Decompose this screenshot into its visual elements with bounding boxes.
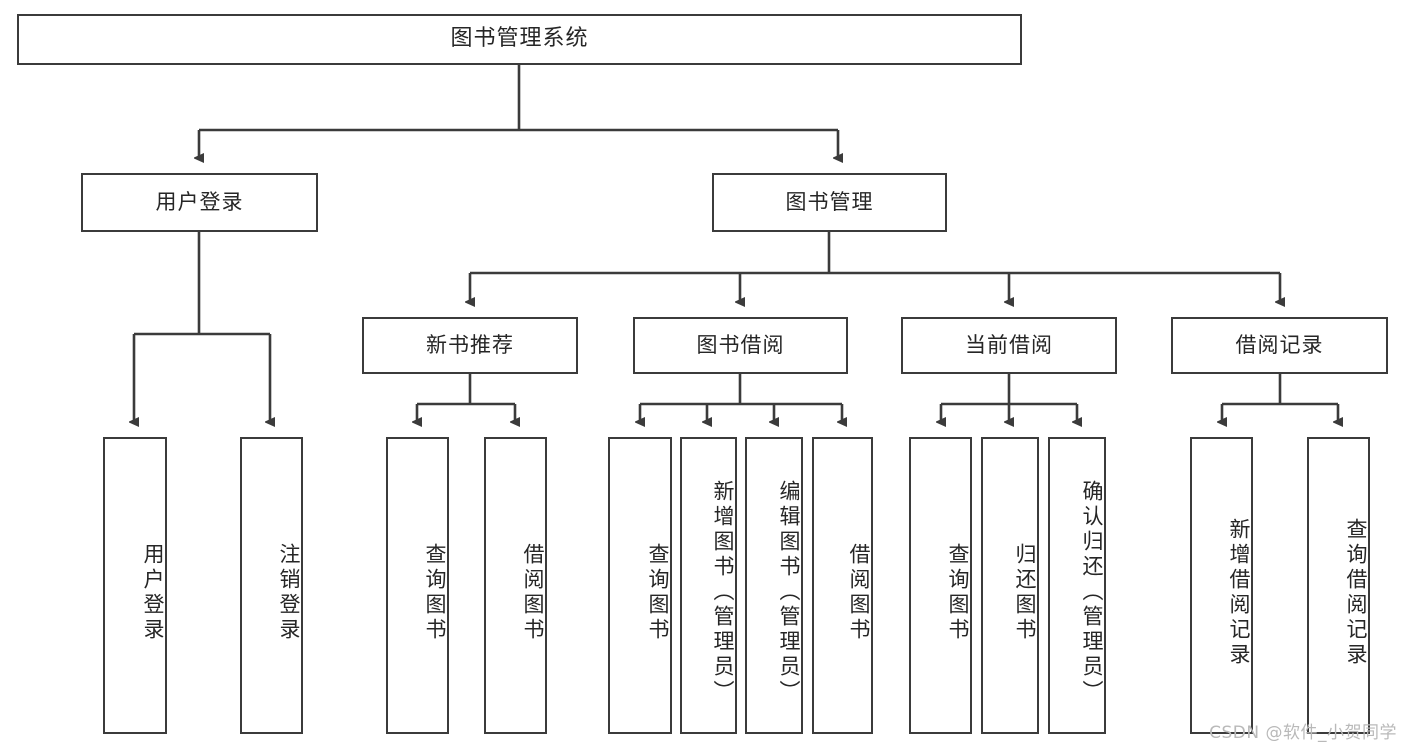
node-label: 查询图书 xyxy=(946,542,970,643)
node-leaf-user-login[interactable]: 用户登录 xyxy=(103,437,167,734)
node-leaf-query-record[interactable]: 查询借阅记录 xyxy=(1307,437,1370,734)
node-label: 图书借阅 xyxy=(696,332,785,357)
node-leaf-borrow-book-2[interactable]: 借阅图书 xyxy=(812,437,873,734)
node-leaf-query-book-2[interactable]: 查询图书 xyxy=(608,437,672,734)
node-label: 新书推荐 xyxy=(426,332,514,357)
node-user-login[interactable]: 用户登录 xyxy=(81,173,318,232)
node-label: 归还图书 xyxy=(1013,542,1037,643)
node-current-borrow[interactable]: 当前借阅 xyxy=(901,317,1117,374)
node-leaf-confirm-return[interactable]: 确认归还（管理员） xyxy=(1048,437,1106,734)
node-label: 图书管理系统 xyxy=(450,26,589,52)
node-label: 借阅记录 xyxy=(1235,332,1324,357)
node-label: 用户登录 xyxy=(155,189,244,214)
node-label: 查询图书 xyxy=(646,542,670,643)
node-leaf-borrow-book-1[interactable]: 借阅图书 xyxy=(484,437,547,734)
node-label: 用户登录 xyxy=(141,542,165,643)
node-leaf-query-book-3[interactable]: 查询图书 xyxy=(909,437,972,734)
node-leaf-return-book[interactable]: 归还图书 xyxy=(981,437,1039,734)
node-label: 新增借阅记录 xyxy=(1227,517,1251,668)
node-label: 确认归还（管理员） xyxy=(1080,480,1104,705)
csdn-watermark: CSDN @软件_小贺同学 xyxy=(1209,723,1397,743)
node-label: 当前借阅 xyxy=(965,332,1053,357)
node-leaf-add-book[interactable]: 新增图书（管理员） xyxy=(680,437,737,734)
node-new-book-recommend[interactable]: 新书推荐 xyxy=(362,317,578,374)
node-leaf-logout[interactable]: 注销登录 xyxy=(240,437,303,734)
node-label: 查询借阅记录 xyxy=(1344,517,1368,668)
node-label: 借阅图书 xyxy=(521,542,545,643)
node-book-manage[interactable]: 图书管理 xyxy=(712,173,947,232)
node-label: 借阅图书 xyxy=(847,542,871,643)
node-label: 注销登录 xyxy=(277,542,301,643)
node-root-book-management-system[interactable]: 图书管理系统 xyxy=(17,14,1022,65)
node-label: 编辑图书（管理员） xyxy=(777,480,801,705)
node-label: 新增图书（管理员） xyxy=(711,480,735,705)
node-leaf-query-book-1[interactable]: 查询图书 xyxy=(386,437,449,734)
node-leaf-edit-book[interactable]: 编辑图书（管理员） xyxy=(745,437,803,734)
node-label: 查询图书 xyxy=(423,542,447,643)
node-book-borrow[interactable]: 图书借阅 xyxy=(633,317,848,374)
node-label: 图书管理 xyxy=(785,189,874,214)
node-leaf-add-record[interactable]: 新增借阅记录 xyxy=(1190,437,1253,734)
node-borrow-record[interactable]: 借阅记录 xyxy=(1171,317,1388,374)
